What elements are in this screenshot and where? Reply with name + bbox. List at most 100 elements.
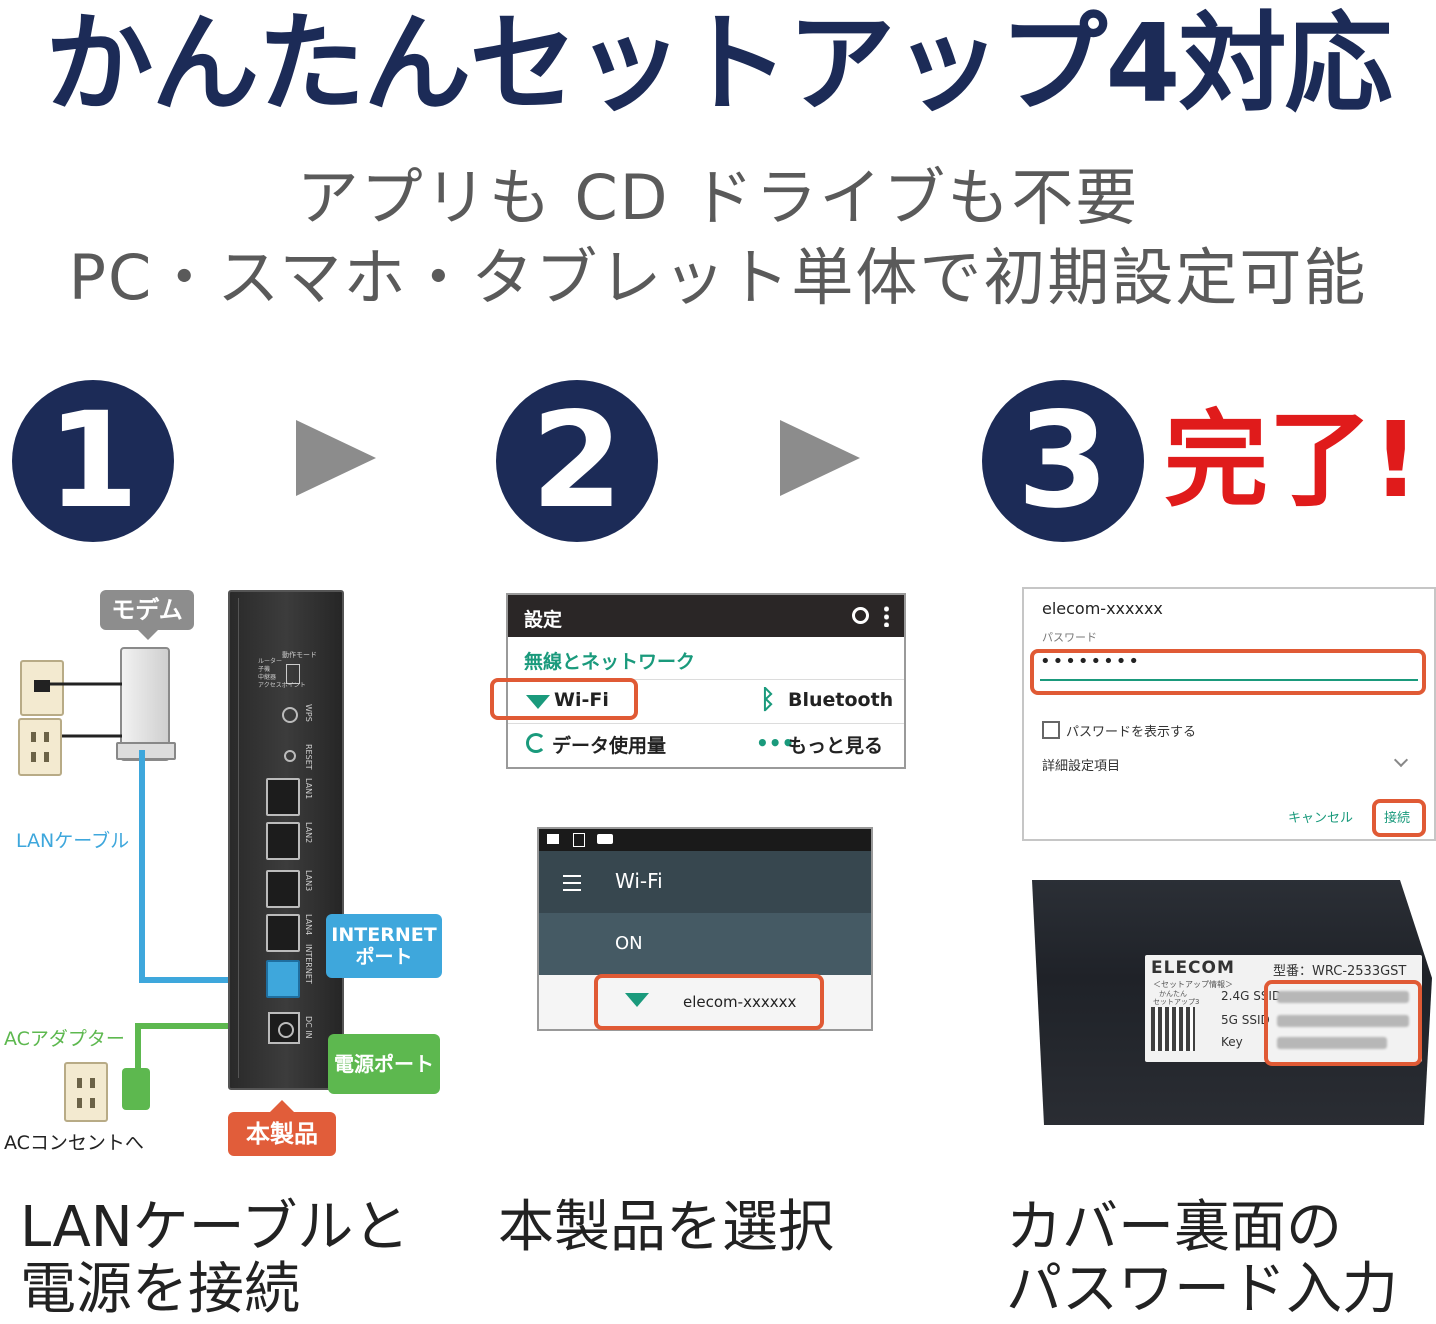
more-menu-item[interactable]: もっと見る <box>788 735 884 757</box>
settings-title: 設定 <box>524 609 563 631</box>
internet-port <box>266 960 300 998</box>
video-icon <box>597 834 613 844</box>
router-mode-client: 子機 <box>258 666 271 673</box>
power-port-tag: 電源ポート <box>328 1034 440 1094</box>
sticker-setup-info: ＜セットアップ情報＞ <box>1153 980 1233 989</box>
ssid-24-value <box>1277 991 1409 1003</box>
port-label-lan4: LAN4 <box>304 914 313 936</box>
wps-button <box>282 707 298 723</box>
outlet-slot <box>31 732 36 742</box>
cancel-button[interactable]: キャンセル <box>1288 811 1354 826</box>
dc-in-port <box>268 1012 300 1044</box>
product-tag: 本製品 <box>228 1112 336 1156</box>
port-label-lan3: LAN3 <box>304 870 313 892</box>
step-arrow-2-icon <box>780 420 860 496</box>
wps-label: WPS <box>304 704 313 722</box>
router-mode-options: ルーター 子機 中継器 アクセスポイント <box>258 658 306 690</box>
network-highlight <box>594 974 824 1030</box>
chevron-down-icon[interactable] <box>1393 752 1409 768</box>
reset-button <box>284 750 296 762</box>
advanced-settings[interactable]: 詳細設定項目 <box>1042 759 1121 774</box>
app-bar: Wi-Fi <box>539 851 871 913</box>
qr-code-icon <box>1151 1007 1195 1051</box>
modem-tag: モデム <box>100 590 194 630</box>
network-item[interactable]: elecom-xxxxxx <box>683 993 797 1011</box>
router-mode-repeater: 中継器 <box>258 674 277 681</box>
outlet-slot <box>44 732 49 742</box>
image-icon <box>547 834 559 844</box>
step-3-badge: 3 <box>982 380 1144 542</box>
password-label: パスワード <box>1042 631 1097 644</box>
lan1-port <box>266 778 300 816</box>
step-3-caption-line2: パスワード入力 <box>1006 1257 1398 1322</box>
mode-switch <box>286 664 300 684</box>
outlet-slot <box>90 1098 95 1108</box>
phone-cable <box>40 682 240 1078</box>
wifi-toggle-bar[interactable]: ON <box>539 913 871 975</box>
bluetooth-icon: ᛒ <box>760 685 776 715</box>
sticker-key: Key <box>1221 1035 1243 1049</box>
page-title: かんたんセットアップ4対応 <box>45 2 1392 127</box>
internet-port-tag-line2: ポート <box>355 946 413 968</box>
router-panel <box>238 598 323 1078</box>
internet-port-tag: INTERNET ポート <box>326 914 442 978</box>
sticker-highlight <box>1264 980 1422 1066</box>
sticker-setup: セットアップ3 <box>1153 998 1200 1006</box>
more-vert-icon[interactable] <box>884 605 889 627</box>
ac-outlet-label: ACコンセントへ <box>4 1132 144 1154</box>
show-password-checkbox[interactable] <box>1042 721 1060 739</box>
password-input[interactable]: •••••••• <box>1040 651 1418 681</box>
step-1-badge: 1 <box>12 380 174 542</box>
connect-highlight <box>1372 799 1426 837</box>
sticker-kantan: かんたん <box>1159 990 1187 998</box>
lan-cable-label: LANケーブル <box>16 830 130 852</box>
port-label-lan2: LAN2 <box>304 822 313 844</box>
settings-header: 設定 <box>508 595 904 637</box>
step-arrow-1-icon <box>296 420 376 496</box>
dc-in-jack <box>278 1022 294 1038</box>
sticker-ssid-5: 5G SSID <box>1221 1013 1270 1027</box>
modem-tag-pointer <box>136 628 160 640</box>
ac-adapter-label: ACアダプター <box>4 1028 125 1050</box>
internet-port-tag-line1: INTERNET <box>331 924 437 946</box>
divider <box>508 723 904 724</box>
subtitle-line-1: アプリも CD ドライブも不要 <box>296 161 1140 234</box>
bluetooth-menu-item[interactable]: Bluetooth <box>788 689 894 711</box>
ssid-5-value <box>1277 1015 1409 1027</box>
lan3-port <box>266 870 300 908</box>
status-bar <box>539 829 871 851</box>
wifi-menu-item[interactable]: Wi-Fi <box>554 689 609 711</box>
connect-button[interactable]: 接続 <box>1384 811 1411 826</box>
outlet-slot <box>77 1078 82 1088</box>
reset-label: RESET <box>304 744 313 770</box>
menu-icon[interactable] <box>563 875 581 891</box>
outlet-slot <box>90 1078 95 1088</box>
done-label: 完了! <box>1164 399 1420 521</box>
router-mode-ap: アクセスポイント <box>258 682 306 689</box>
outlet-slot <box>77 1098 82 1108</box>
router-mode-label: 動作モード <box>282 651 317 659</box>
password-highlight <box>1030 649 1426 695</box>
lan4-port <box>266 914 300 952</box>
lan2-port <box>266 822 300 860</box>
step-1-caption-line2: 電源を接続 <box>20 1257 300 1322</box>
data-usage-menu-item[interactable]: データ使用量 <box>552 735 667 757</box>
modem-stand <box>116 742 176 760</box>
wifi-state: ON <box>615 933 643 954</box>
more-dots-icon: ••• <box>756 731 795 755</box>
port-label-lan1: LAN1 <box>304 778 313 800</box>
dialog-ssid: elecom-xxxxxx <box>1042 599 1163 618</box>
ac-outlet-icon <box>64 1062 108 1122</box>
port-label-internet: INTERNET <box>304 944 313 984</box>
step-3-caption-line1: カバー裏面の <box>1006 1195 1342 1260</box>
download-icon <box>573 833 585 847</box>
wall-outlet-icon <box>18 718 62 776</box>
data-usage-icon <box>526 733 546 753</box>
password-dialog: elecom-xxxxxx パスワード •••••••• パスワードを表示する … <box>1022 587 1436 841</box>
setup-sticker: ELECOM 型番：WRC-2533GST ＜セットアップ情報＞ かんたん セッ… <box>1145 955 1422 1062</box>
network-wifi-icon <box>625 993 649 1007</box>
wifi-highlight <box>490 678 638 720</box>
search-icon[interactable] <box>852 607 869 624</box>
port-label-dcin: DC IN <box>304 1016 313 1039</box>
wireless-section-title: 無線とネットワーク <box>524 651 696 673</box>
